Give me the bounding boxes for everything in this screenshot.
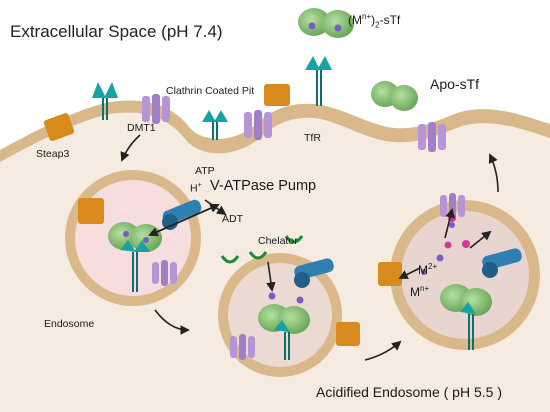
steap3-icon <box>43 84 402 346</box>
m2-ion-label: M2+ <box>418 262 437 277</box>
holo-close: ) <box>371 13 376 27</box>
holo-transferrin-label: (Mn+)2-sTf <box>348 12 400 29</box>
dmt1-label: DMT1 <box>127 122 156 134</box>
acidified-endosome-label: Acidified Endosome ( pH 5.5 ) <box>316 384 502 400</box>
v-atpase-icon <box>162 199 522 288</box>
mn-ion-label: Mn+ <box>410 284 429 299</box>
v-atpase-label: V-ATPase Pump <box>210 178 317 194</box>
proton-label: H+ <box>190 182 202 195</box>
steap3-label: Steap3 <box>36 148 70 160</box>
endosome-label: Endosome <box>44 318 95 330</box>
holo-transferrin-icon <box>298 8 354 38</box>
proton-charge: + <box>197 182 202 189</box>
proton-symbol: H <box>190 182 198 195</box>
holo-charge: n+ <box>362 12 372 21</box>
holo-count: 2 <box>375 20 380 30</box>
dmt1-transporter-icon <box>142 94 465 360</box>
clathrin-pit-label: Clathrin Coated Pit <box>166 85 255 97</box>
chelator-label: Chelator <box>258 235 298 247</box>
holo-suffix: -sTf <box>379 13 401 27</box>
metal-ion-icon <box>268 222 455 304</box>
extracellular-space-title: Extracellular Space (pH 7.4) <box>10 22 223 41</box>
adt-label: ADT <box>222 213 243 225</box>
atp-label: ATP <box>195 165 215 177</box>
tfr-label: TfR <box>304 132 321 144</box>
chelator-icon <box>220 235 304 264</box>
holo-prefix: (M <box>348 13 362 27</box>
pathway-arrows <box>120 134 499 361</box>
acidified-endosome <box>390 200 540 350</box>
m2-charge: 2+ <box>428 262 438 271</box>
tfr-receptor-icon <box>92 56 332 140</box>
apo-transferrin-label: Apo-sTf <box>430 76 480 92</box>
mn-symbol: M <box>410 285 420 299</box>
m2-symbol: M <box>418 263 428 277</box>
mn-charge: n+ <box>420 284 430 293</box>
